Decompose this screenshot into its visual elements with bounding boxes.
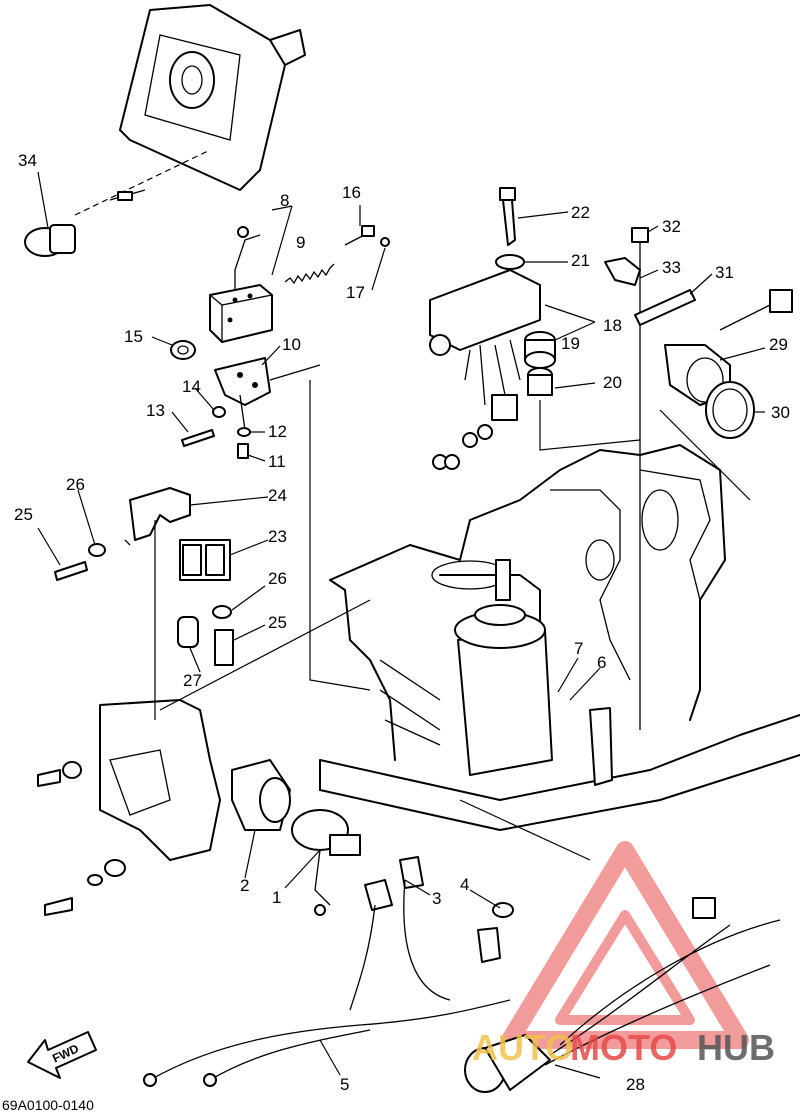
watermark-auto: AUTO <box>472 1027 573 1068</box>
label-24: 24 <box>268 486 287 505</box>
part-1-relay <box>291 809 361 916</box>
label-20: 20 <box>603 373 622 392</box>
part-15-grommet <box>170 340 196 360</box>
label-2: 2 <box>240 876 249 895</box>
label-6: 6 <box>597 653 606 672</box>
part-30-gasket <box>705 381 755 439</box>
label-16: 16 <box>342 183 361 202</box>
label-11: 11 <box>268 452 286 471</box>
part-32-bolt <box>631 227 649 730</box>
part-19-grommet <box>524 331 556 396</box>
part-labels: 34 8 9 16 17 22 21 32 33 31 29 30 18 19 … <box>2 151 790 1113</box>
label-29: 29 <box>769 335 788 354</box>
label-17: 17 <box>346 283 365 302</box>
label-26-b: 26 <box>268 569 287 588</box>
part-2-cdi-unit <box>231 759 291 831</box>
label-8: 8 <box>280 191 289 210</box>
label-28: 28 <box>626 1075 645 1094</box>
part-3-caps <box>364 707 613 963</box>
label-3: 3 <box>432 889 441 908</box>
diagram-code: 69A0100-0140 <box>2 1097 94 1113</box>
label-27: 27 <box>183 671 202 690</box>
label-34: 34 <box>18 151 37 170</box>
label-25-b: 25 <box>268 613 287 632</box>
label-21: 21 <box>571 251 590 270</box>
label-26-a: 26 <box>66 475 85 494</box>
watermark-moto: MOTO <box>570 1027 677 1068</box>
part-5-harness <box>143 879 511 1087</box>
part-9-spring <box>284 263 335 285</box>
watermark-hub: HUB <box>697 1027 775 1068</box>
label-30: 30 <box>771 403 790 422</box>
electrical-bracket-left <box>37 699 221 916</box>
label-13: 13 <box>146 401 165 420</box>
fwd-arrow-icon: FWD <box>27 1031 97 1079</box>
part-24-bracket <box>54 487 191 581</box>
part-18-regulator <box>429 269 541 470</box>
label-7: 7 <box>574 639 583 658</box>
label-32: 32 <box>662 217 681 236</box>
part-8-relay <box>209 226 273 343</box>
label-22: 22 <box>571 203 590 222</box>
label-31: 31 <box>715 263 734 282</box>
part-13-bolt <box>181 406 251 459</box>
label-12: 12 <box>268 422 287 441</box>
label-10: 10 <box>282 335 301 354</box>
part-33-clamp <box>604 257 696 326</box>
label-33: 33 <box>662 258 681 277</box>
label-15: 15 <box>124 327 143 346</box>
part-22-bolt <box>495 187 525 270</box>
watermark-logo <box>501 841 749 1049</box>
leader-lines <box>37 171 766 1079</box>
label-5: 5 <box>340 1075 349 1094</box>
part-16-bolt <box>344 225 390 247</box>
watermark-brand: AUTO MOTO HUB <box>472 1027 775 1068</box>
label-25-a: 25 <box>14 505 33 524</box>
label-1: 1 <box>272 888 281 907</box>
part-28-main-harness <box>464 897 781 1093</box>
label-14: 14 <box>182 377 201 396</box>
label-18: 18 <box>603 316 622 335</box>
part-34-switch <box>24 189 146 257</box>
remote-control-box <box>74 4 306 216</box>
part-23-terminal <box>177 539 234 666</box>
engine-block <box>319 444 800 831</box>
label-4: 4 <box>460 875 469 894</box>
label-23: 23 <box>268 527 287 546</box>
label-9: 9 <box>296 233 305 252</box>
part-10-bracket <box>214 357 271 431</box>
label-19: 19 <box>561 334 580 353</box>
